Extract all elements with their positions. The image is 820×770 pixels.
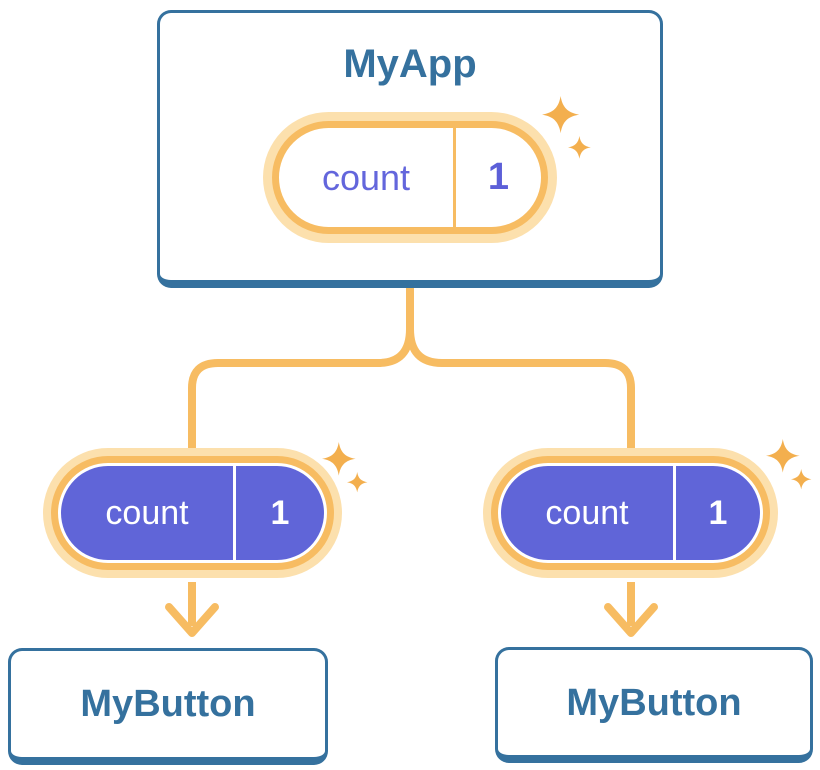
prop-pill-right: count 1 [483, 448, 778, 578]
prop-pill-left-body: count 1 [61, 466, 324, 560]
fork-branch-left [188, 286, 414, 452]
myapp-card: MyApp count 1 [157, 10, 663, 288]
mybutton-card-right: MyButton [495, 647, 813, 763]
mybutton-card-left: MyButton [8, 648, 328, 765]
prop-pill-right-body: count 1 [501, 466, 760, 560]
pill-divider [233, 466, 236, 560]
arrow-right-head [604, 603, 658, 637]
pill-divider [673, 466, 676, 560]
prop-pill-right-ring: count 1 [491, 456, 770, 570]
state-pill-value: 1 [487, 156, 510, 198]
prop-pill-right-value: 1 [708, 493, 728, 532]
prop-pill-left: count 1 [43, 448, 342, 578]
prop-pill-left-ring: count 1 [51, 456, 334, 570]
prop-pill-right-label: count [545, 493, 629, 532]
prop-pill-left-value: 1 [270, 493, 290, 532]
mybutton-card-right-title: MyButton [566, 681, 742, 724]
myapp-card-title: MyApp [343, 42, 477, 86]
arrow-left-head [165, 603, 219, 637]
state-pill: count 1 [263, 112, 557, 243]
state-pill-ring: count 1 [272, 121, 548, 234]
pill-divider [453, 128, 456, 227]
prop-pill-left-label: count [105, 493, 189, 532]
mybutton-card-left-title: MyButton [80, 683, 256, 725]
state-pill-label: count [321, 156, 411, 198]
fork-branch-right [406, 286, 635, 452]
